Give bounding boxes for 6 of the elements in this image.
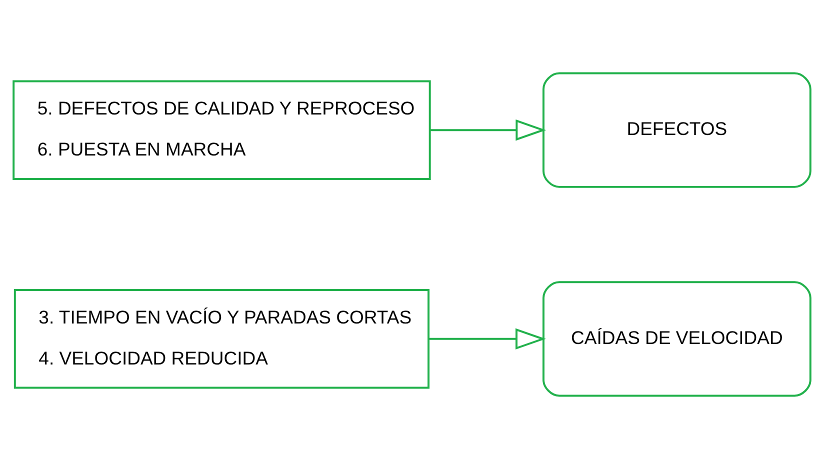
node-box: DEFECTOS (542, 72, 812, 188)
arrow (430, 118, 546, 140)
node-box: CAÍDAS DE VELOCIDAD (542, 280, 812, 396)
arrow (428, 328, 546, 350)
node-box: 3. TIEMPO EN VACÍO Y PARADAS CORTAS 4. VELOCIDAD REDUCIDA (14, 288, 430, 388)
node-box: 5. DEFECTOS DE CALIDAD Y REPROCESO 6. PUESTA EN MARCHA (12, 80, 431, 180)
